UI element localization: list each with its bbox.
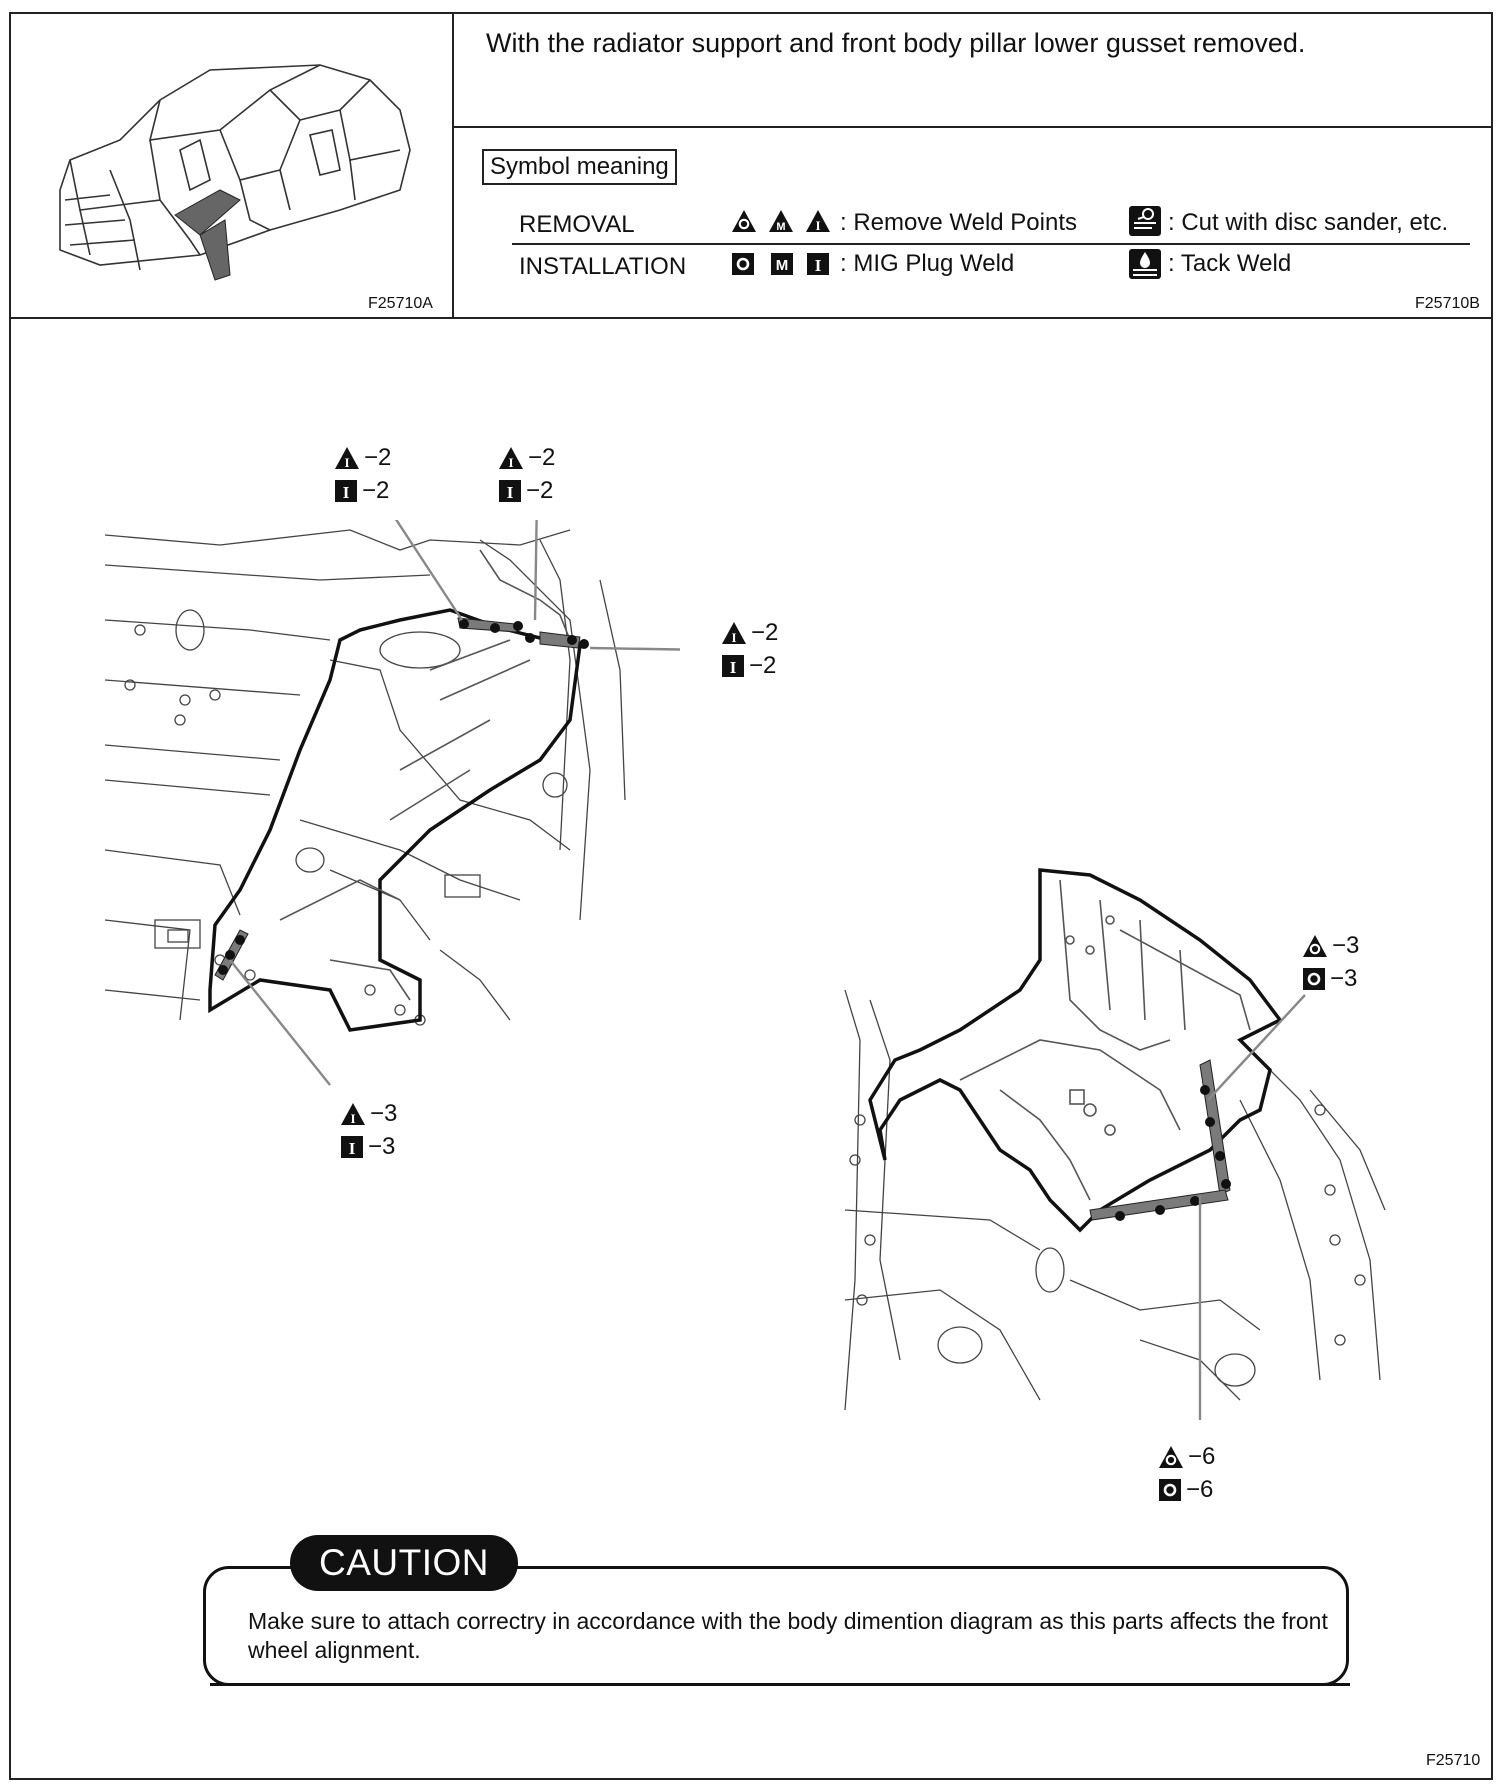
callout-count: −2 [749, 652, 777, 679]
cut-description: : Cut with disc sander, etc. [1168, 209, 1449, 236]
triangle-i-icon: I [805, 209, 831, 233]
callout-count: −3 [1330, 965, 1358, 992]
callout-count: −3 [1332, 932, 1360, 959]
square-i-icon: I [335, 480, 357, 502]
callout-right-removal: I −2 [721, 620, 778, 646]
callout-left-top-install: I −2 [334, 478, 389, 504]
callout-mid-top-removal: I −2 [498, 445, 555, 471]
callout-right-panel-bottom-removal: −6 [1158, 1444, 1215, 1470]
installation-description: : MIG Plug Weld [840, 250, 1015, 277]
triangle-o-icon [1159, 1446, 1183, 1468]
header-description: With the radiator support and front body… [486, 28, 1306, 58]
svg-text:M: M [776, 257, 789, 274]
triangle-o-icon [1303, 935, 1327, 957]
callout-right-panel-top-removal: −3 [1302, 933, 1359, 959]
svg-text:I: I [344, 455, 349, 470]
car-body-illustration [59, 64, 411, 281]
svg-text:I: I [350, 1111, 355, 1126]
removal-label: REMOVAL [519, 211, 635, 238]
right-panel-drawing [844, 868, 1386, 1420]
callout-count: −6 [1188, 1443, 1216, 1470]
triangle-m-icon: M [768, 209, 794, 233]
installation-label: INSTALLATION [519, 253, 687, 280]
square-m-icon: M [770, 252, 794, 276]
svg-text:I: I [815, 256, 822, 275]
square-i-icon: I [806, 252, 830, 276]
triangle-i-icon: I [499, 447, 523, 470]
figure-id-right: F25710B [1415, 295, 1480, 312]
callout-left-bottom-install: I −3 [340, 1134, 395, 1160]
svg-text:I: I [349, 1139, 356, 1158]
square-o-icon [731, 252, 755, 276]
callout-count: −3 [368, 1133, 396, 1160]
caution-box-shadow [210, 1683, 1350, 1686]
symbol-meaning-title: Symbol meaning [482, 149, 677, 185]
legend-divider [512, 243, 1470, 245]
triangle-o-icon [731, 209, 757, 233]
square-i-icon: I [722, 655, 744, 677]
callout-count: −2 [364, 444, 392, 471]
tack-weld-icon [1128, 248, 1162, 280]
triangle-i-icon: I [722, 622, 746, 645]
square-o-icon [1159, 1479, 1181, 1501]
removal-description: : Remove Weld Points [840, 209, 1077, 236]
callout-right-install: I −2 [721, 653, 776, 679]
left-panel-drawing [104, 520, 680, 1086]
svg-text:I: I [508, 455, 513, 470]
disc-sander-icon [1128, 205, 1162, 237]
page-frame [9, 12, 1493, 1780]
triangle-i-icon: I [335, 447, 359, 470]
tack-description: : Tack Weld [1168, 250, 1292, 277]
callout-count: −2 [751, 619, 779, 646]
figure-id-footer: F25710 [1426, 1752, 1481, 1769]
svg-text:I: I [731, 630, 736, 645]
caution-title: CAUTION [290, 1535, 518, 1591]
callout-right-panel-top-install: −3 [1302, 966, 1357, 992]
svg-text:I: I [730, 658, 737, 677]
header-divider [9, 317, 1493, 319]
callout-count: −3 [370, 1100, 398, 1127]
callout-count: −2 [362, 477, 390, 504]
svg-text:M: M [776, 221, 785, 233]
callout-count: −6 [1186, 1476, 1214, 1503]
caution-text: Make sure to attach correctry in accorda… [248, 1608, 1328, 1663]
callout-mid-top-install: I −2 [498, 478, 553, 504]
square-i-icon: I [341, 1136, 363, 1158]
callout-count: −2 [528, 444, 556, 471]
svg-text:I: I [815, 218, 820, 233]
callout-right-panel-bottom-install: −6 [1158, 1477, 1213, 1503]
svg-text:I: I [343, 483, 350, 502]
svg-text:I: I [507, 483, 514, 502]
square-i-icon: I [499, 480, 521, 502]
square-o-icon [1303, 968, 1325, 990]
callout-count: −2 [526, 477, 554, 504]
header-column-divider [452, 12, 454, 318]
callout-left-top-removal: I −2 [334, 445, 391, 471]
triangle-i-icon: I [341, 1103, 365, 1126]
header-row-divider [452, 126, 1493, 128]
callout-left-bottom-removal: I −3 [340, 1101, 397, 1127]
figure-id-left: F25710A [368, 295, 433, 312]
